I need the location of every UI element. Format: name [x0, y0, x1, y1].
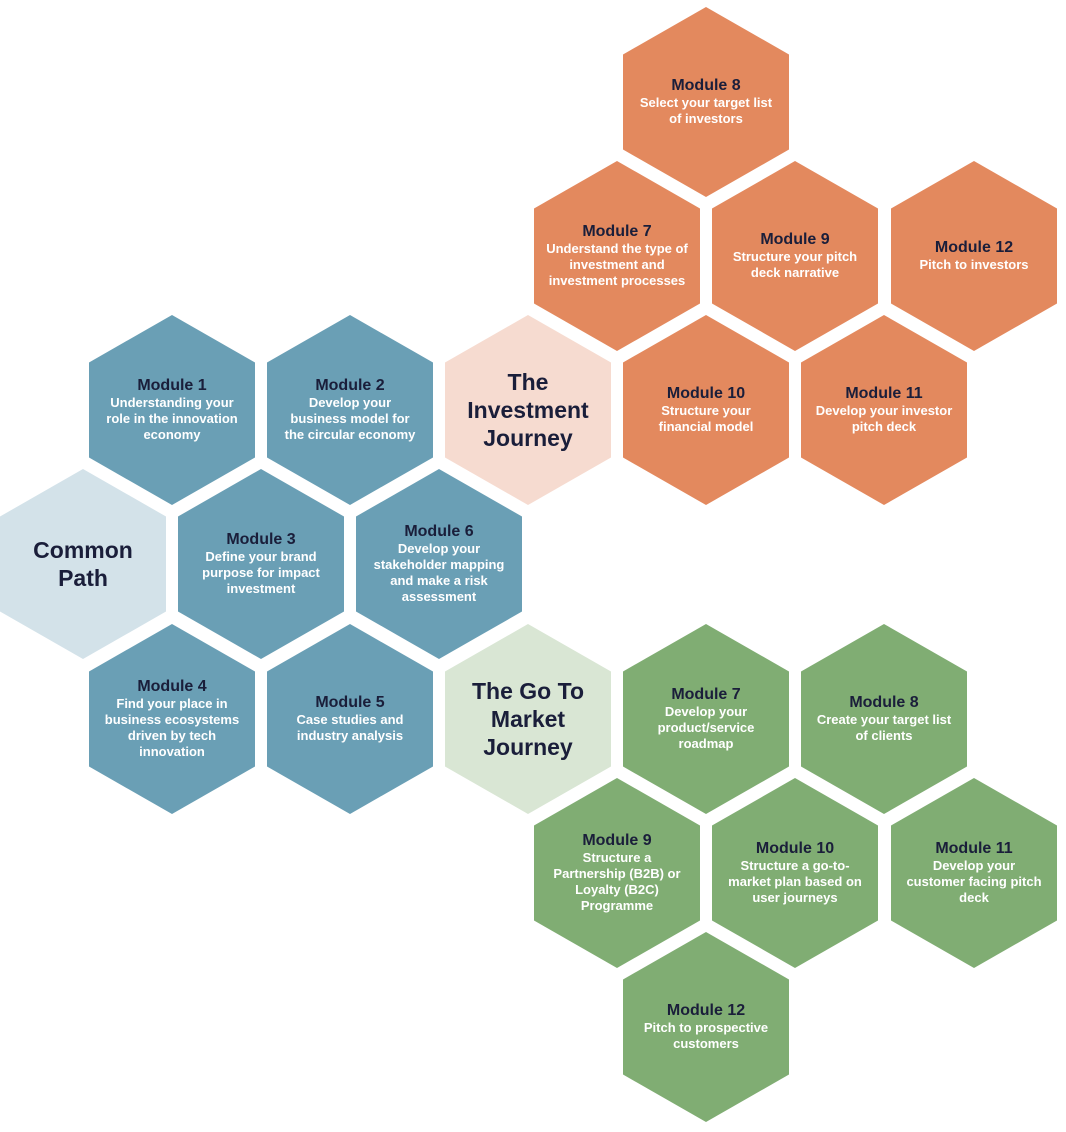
module-title: Module 7 [671, 686, 741, 703]
module-description: Develop your business model for the circ… [284, 395, 416, 442]
module-description: Structure your pitch deck narrative [732, 249, 858, 280]
hub-label: The Investment Journey [467, 369, 589, 451]
module-title: Module 2 [315, 377, 385, 394]
module-title: Module 8 [849, 694, 919, 711]
hub-go-to-market-journey: The Go To Market Journey [445, 624, 611, 814]
hub-investment-journey: The Investment Journey [445, 315, 611, 505]
hub-label: The Go To Market Journey [472, 678, 585, 760]
module-description: Understanding your role in the innovatio… [106, 395, 238, 442]
module-description: Find your place in business ecosystems d… [104, 696, 240, 759]
market-module-11: Module 11 Develop your customer facing p… [891, 778, 1057, 968]
investment-module-11: Module 11 Develop your investor pitch de… [801, 315, 967, 505]
module-description: Develop your investor pitch deck [815, 403, 953, 434]
hub-label: Common Path [33, 537, 133, 591]
module-title: Module 9 [582, 832, 652, 849]
module-title: Module 6 [404, 523, 474, 540]
module-title: Module 11 [845, 385, 923, 402]
market-module-8: Module 8 Create your target list of clie… [801, 624, 967, 814]
market-module-12: Module 12 Pitch to prospective customers [623, 932, 789, 1122]
module-description: Select your target list of investors [639, 95, 773, 126]
module-title: Module 9 [760, 231, 830, 248]
module-description: Structure a go-to-market plan based on u… [728, 858, 862, 905]
investment-module-8: Module 8 Select your target list of inve… [623, 7, 789, 197]
module-title: Module 10 [666, 385, 746, 402]
common-module-2: Module 2 Develop your business model for… [267, 315, 433, 505]
market-module-10: Module 10 Structure a go-to-market plan … [712, 778, 878, 968]
module-description: Develop your stakeholder mapping and mak… [373, 541, 505, 604]
module-description: Create your target list of clients [816, 712, 952, 743]
module-title: Module 4 [137, 678, 207, 695]
module-description: Understand the type of investment and in… [546, 241, 688, 288]
common-module-3: Module 3 Define your brand purpose for i… [178, 469, 344, 659]
module-description: Define your brand purpose for impact inv… [202, 549, 320, 596]
module-title: Module 12 [934, 239, 1014, 256]
module-description: Structure a Partnership (B2B) or Loyalty… [553, 850, 681, 913]
module-description: Pitch to investors [919, 257, 1029, 272]
module-title: Module 5 [315, 694, 385, 711]
module-description: Develop your customer facing pitch deck [906, 858, 1042, 905]
common-module-6: Module 6 Develop your stakeholder mappin… [356, 469, 522, 659]
market-module-7: Module 7 Develop your product/service ro… [623, 624, 789, 814]
hub-common-path: Common Path [0, 469, 166, 659]
investment-module-12: Module 12 Pitch to investors [891, 161, 1057, 351]
common-module-5: Module 5 Case studies and industry analy… [267, 624, 433, 814]
module-description: Case studies and industry analysis [296, 712, 404, 743]
module-title: Module 11 [935, 840, 1013, 857]
module-title: Module 1 [137, 377, 207, 394]
investment-module-7: Module 7 Understand the type of investme… [534, 161, 700, 351]
investment-module-10: Module 10 Structure your financial model [623, 315, 789, 505]
module-title: Module 12 [666, 1002, 746, 1019]
module-description: Pitch to prospective customers [643, 1020, 769, 1051]
module-title: Module 8 [671, 77, 741, 94]
module-title: Module 7 [582, 223, 652, 240]
investment-module-9: Module 9 Structure your pitch deck narra… [712, 161, 878, 351]
module-title: Module 10 [755, 840, 835, 857]
common-module-1: Module 1 Understanding your role in the … [89, 315, 255, 505]
module-description: Structure your financial model [658, 403, 754, 434]
common-module-4: Module 4 Find your place in business eco… [89, 624, 255, 814]
market-module-9: Module 9 Structure a Partnership (B2B) o… [534, 778, 700, 968]
module-description: Develop your product/service roadmap [657, 704, 755, 751]
module-title: Module 3 [226, 531, 296, 548]
